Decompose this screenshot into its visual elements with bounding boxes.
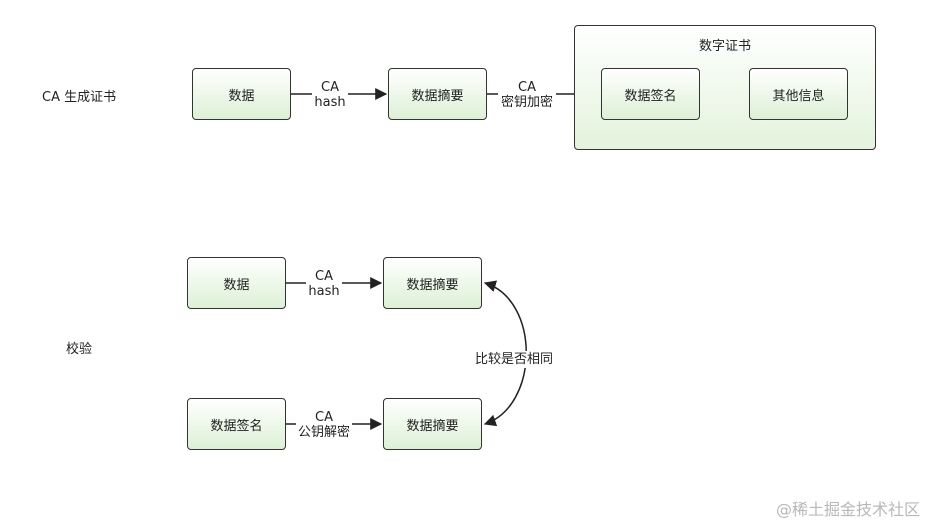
edge-label-line-2: 密钥加密: [500, 95, 553, 110]
digest-box-2-top: 数据摘要: [383, 257, 482, 309]
watermark-text: @稀土掘金技术社区: [775, 500, 920, 519]
edge-label-line-2: hash: [308, 284, 340, 299]
edge-label-line-1: CA: [315, 269, 333, 284]
certificate-title: 数字证书: [698, 39, 751, 54]
edge-label-line-1: CA: [315, 410, 333, 425]
edge-label-line-2: 公钥解密: [297, 425, 350, 440]
edge-label-ca-encrypt: CA 密钥加密: [498, 80, 556, 110]
digest-box-2-bottom: 数据摘要: [383, 398, 482, 450]
data-box-1: 数据: [192, 68, 291, 120]
edge-label-ca-hash-1: CA hash: [312, 80, 348, 110]
signature-box-1: 数据签名: [601, 68, 700, 120]
other-info-box: 其他信息: [749, 68, 848, 120]
row-label-ca-generate: CA 生成证书: [42, 90, 117, 105]
signature-box-2: 数据签名: [187, 398, 286, 450]
data-box-2: 数据: [187, 257, 286, 309]
row-label-verify: 校验: [66, 342, 93, 357]
edge-label-line-1: CA: [321, 80, 339, 95]
edge-label-line-2: hash: [314, 95, 346, 110]
compare-label: 比较是否相同: [473, 351, 556, 368]
edge-label-line-1: CA: [518, 80, 536, 95]
digest-box-1: 数据摘要: [388, 68, 487, 120]
edge-label-ca-hash-2: CA hash: [306, 269, 342, 299]
edge-label-ca-decrypt: CA 公钥解密: [296, 410, 352, 440]
